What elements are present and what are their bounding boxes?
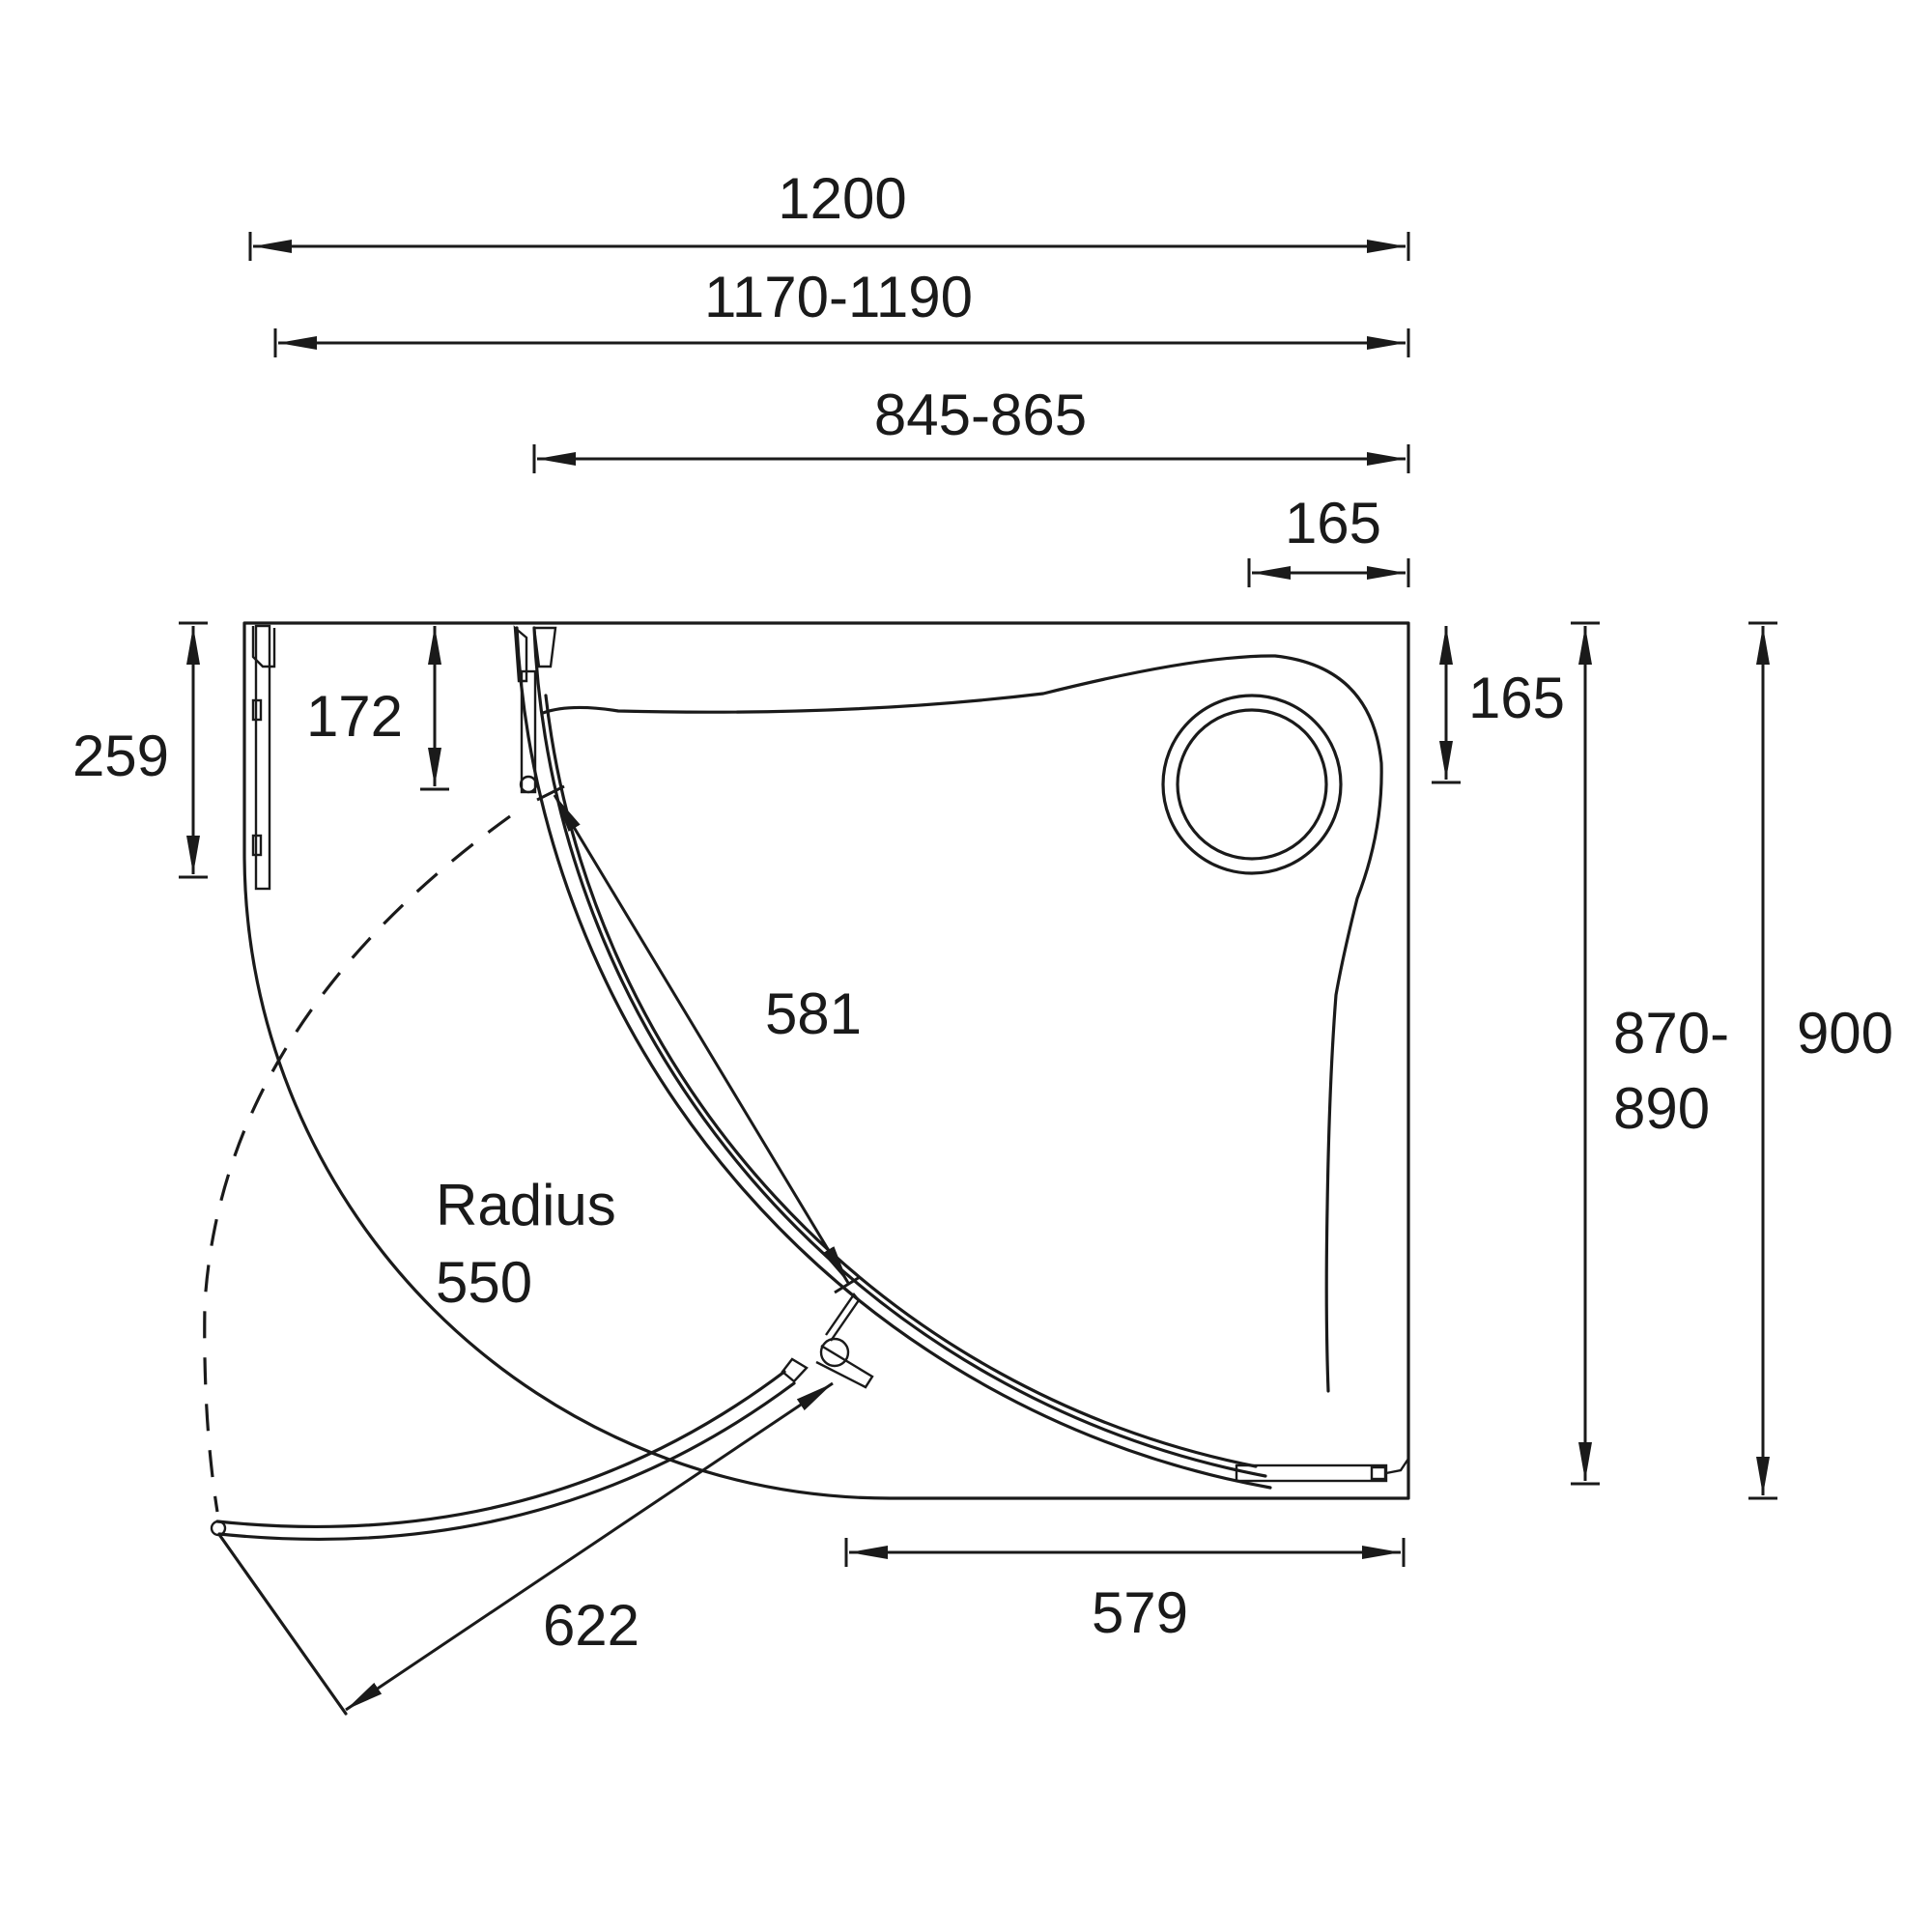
dim-waste-offset-x-line — [1247, 558, 1410, 587]
label-left-panel-depth: 259 — [72, 724, 169, 788]
dim-fit-width-line — [273, 328, 1410, 357]
label-radius-value: 550 — [436, 1250, 532, 1315]
dim-bottom-panel-width-line — [844, 1538, 1406, 1567]
dim-total-depth-line — [1748, 621, 1777, 1500]
label-radius-text: Radius — [436, 1173, 616, 1237]
label-hinge-offset: 172 — [306, 684, 403, 749]
label-door-opening-diagonal: 581 — [765, 981, 862, 1046]
dim-waste-offset-y-line — [1432, 626, 1461, 784]
bottom-wall-profile — [1235, 1458, 1409, 1483]
door-handle-joint — [781, 1293, 874, 1389]
dim-total-width-line — [248, 232, 1410, 261]
open-door-swing-panel — [210, 1370, 796, 1542]
dim-left-panel-depth-line — [179, 621, 208, 879]
label-waste-offset-y: 165 — [1468, 666, 1565, 730]
door-swing-dashed-arc — [203, 814, 511, 1513]
door-swing-edge-line — [218, 1534, 348, 1716]
label-bottom-panel-width: 579 — [1092, 1580, 1188, 1645]
label-waste-offset-x: 165 — [1285, 491, 1381, 555]
dim-door-opening-diagonal-line — [536, 784, 861, 1294]
label-door-swing-diagonal: 622 — [543, 1593, 639, 1658]
dim-door-span-line — [532, 444, 1410, 473]
label-door-span-width: 845-865 — [874, 383, 1087, 447]
label-fit-width: 1170-1190 — [704, 265, 973, 329]
label-total-depth: 900 — [1797, 1001, 1893, 1065]
label-total-width: 1200 — [778, 166, 906, 231]
door-top-hinge — [513, 625, 557, 794]
dim-fit-depth-line — [1571, 621, 1600, 1486]
dim-hinge-offset-line — [420, 626, 449, 791]
curved-door-panel — [515, 626, 1272, 1490]
left-wall-profile — [251, 624, 276, 891]
label-fit-depth-line2: 890 — [1613, 1076, 1710, 1141]
dim-door-swing-diagonal-line — [345, 1381, 834, 1712]
waste-outlet — [1161, 694, 1343, 875]
waste-area-outline — [541, 654, 1383, 1393]
label-fit-depth-line1: 870- — [1613, 1001, 1729, 1065]
